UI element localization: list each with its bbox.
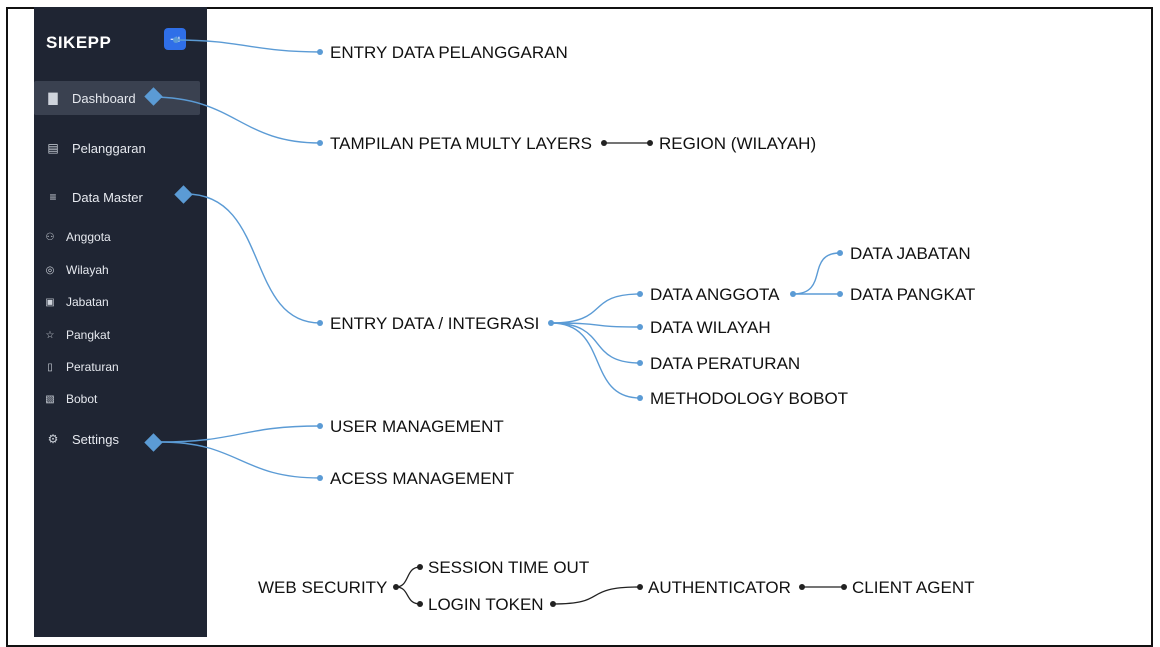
link-entry-pelanggaran: [175, 39, 321, 53]
node-dot: [317, 320, 323, 326]
node-tampilan-peta: TAMPILAN PETA MULTY LAYERS: [330, 134, 592, 153]
sidebar-item-settings[interactable]: ⚙ Settings: [34, 422, 200, 456]
diamond-marker: [144, 433, 163, 452]
node-dot: [799, 584, 805, 590]
weight-icon: ▧: [45, 393, 55, 405]
node-dot: [637, 395, 643, 401]
node-dot: [601, 140, 607, 146]
node-data-jabatan: DATA JABATAN: [850, 244, 971, 263]
link-acess-management: [159, 441, 321, 479]
link-entry-integrasi: [185, 193, 321, 324]
link-session-time-out: [395, 566, 421, 588]
node-data-peraturan: DATA PERATURAN: [650, 354, 801, 373]
node-acess-management: ACESS MANAGEMENT: [330, 469, 515, 488]
node-dot: [393, 584, 399, 590]
link-data-anggota: [550, 293, 641, 324]
node-dot: [637, 584, 643, 590]
node-web-security: WEB SECURITY: [258, 578, 388, 597]
node-client-agent: CLIENT AGENT: [852, 578, 975, 597]
sidebar-subitem-anggota[interactable]: ⚇ Anggota: [34, 227, 111, 247]
sidebar-subitem-pangkat[interactable]: ☆ Pangkat: [34, 325, 111, 345]
sidebar-subitem-label: Bobot: [66, 392, 98, 406]
sidebar-subitem-wilayah[interactable]: ◎ Wilayah: [34, 260, 109, 280]
node-dot: [637, 324, 643, 330]
star-icon: ☆: [45, 329, 55, 341]
link-tampilan-peta: [151, 96, 321, 144]
users-icon: ⚇: [45, 231, 55, 243]
node-dot: [317, 475, 323, 481]
node-dot: [837, 291, 843, 297]
node-dot: [837, 250, 843, 256]
sidebar-item-dashboard[interactable]: ▇ Dashboard: [34, 81, 200, 115]
sidebar-subitem-peraturan[interactable]: ▯ Peraturan: [34, 357, 119, 377]
diamond-marker: [144, 87, 163, 106]
node-dot: [317, 140, 323, 146]
menu-icon: ≡: [49, 190, 57, 204]
node-dot: [637, 360, 643, 366]
node-dot: [841, 584, 847, 590]
sidebar-subitem-label: Peraturan: [66, 360, 119, 374]
document-icon: ▤: [47, 141, 59, 155]
node-entry-pelanggaran: ENTRY DATA PELANGGARAN: [330, 43, 568, 62]
diamond-marker: [174, 185, 193, 204]
node-data-anggota: DATA ANGGOTA: [650, 285, 780, 304]
location-pin-icon: ◎: [45, 264, 55, 276]
link-user-management: [159, 425, 321, 443]
app-brand: SIKEPP: [46, 33, 112, 52]
sidebar-subitem-label: Anggota: [66, 230, 111, 244]
node-login-token: LOGIN TOKEN: [428, 595, 544, 614]
link-login-token: [395, 586, 421, 605]
node-dot: [637, 291, 643, 297]
link-data-jabatan: [792, 252, 841, 295]
sidebar-subitem-label: Jabatan: [66, 295, 109, 309]
node-dot: [173, 37, 179, 43]
sidebar-item-pelanggaran[interactable]: ▤ Pelanggaran: [34, 131, 200, 165]
node-region: REGION (WILAYAH): [659, 134, 817, 153]
node-dot: [417, 564, 423, 570]
sidebar-item-label: Settings: [72, 431, 119, 447]
node-dot: [790, 291, 796, 297]
gear-icon: ⚙: [47, 432, 59, 446]
node-dot: [550, 601, 556, 607]
bar-chart-icon: ▇: [48, 91, 58, 105]
link-data-wilayah: [550, 322, 641, 328]
sidebar-item-label: Data Master: [72, 189, 143, 205]
node-methodology-bobot: METHODOLOGY BOBOT: [650, 389, 849, 408]
sidebar-subitem-label: Pangkat: [66, 328, 111, 342]
node-dot: [317, 49, 323, 55]
node-data-pangkat: DATA PANGKAT: [850, 285, 976, 304]
node-data-wilayah: DATA WILAYAH: [650, 318, 771, 337]
sidebar-subitem-jabatan[interactable]: ▣ Jabatan: [34, 292, 109, 312]
sidebar-subitem-bobot[interactable]: ▧ Bobot: [34, 389, 97, 409]
node-user-management: USER MANAGEMENT: [330, 417, 504, 436]
sidebar-subitem-label: Wilayah: [66, 263, 109, 277]
sidebar: SIKEPP ⇥ ▇ Dashboard ▤ Pelanggaran ≡ Dat…: [34, 7, 207, 637]
sidebar-item-label: Dashboard: [72, 90, 136, 106]
book-icon: ▯: [47, 361, 53, 373]
sidebar-item-label: Pelanggaran: [72, 140, 146, 156]
node-dot: [647, 140, 653, 146]
node-session-time-out: SESSION TIME OUT: [428, 558, 590, 577]
node-dot: [417, 601, 423, 607]
node-dot: [317, 423, 323, 429]
node-entry-integrasi: ENTRY DATA / INTEGRASI: [330, 314, 540, 333]
node-dot: [548, 320, 554, 326]
id-card-icon: ▣: [45, 296, 55, 308]
node-authenticator: AUTHENTICATOR: [648, 578, 791, 597]
sidebar-item-data-master[interactable]: ≡ Data Master: [34, 180, 200, 214]
link-methodology-bobot: [550, 322, 641, 399]
link-data-peraturan: [550, 322, 641, 364]
link-authenticator: [552, 586, 641, 605]
